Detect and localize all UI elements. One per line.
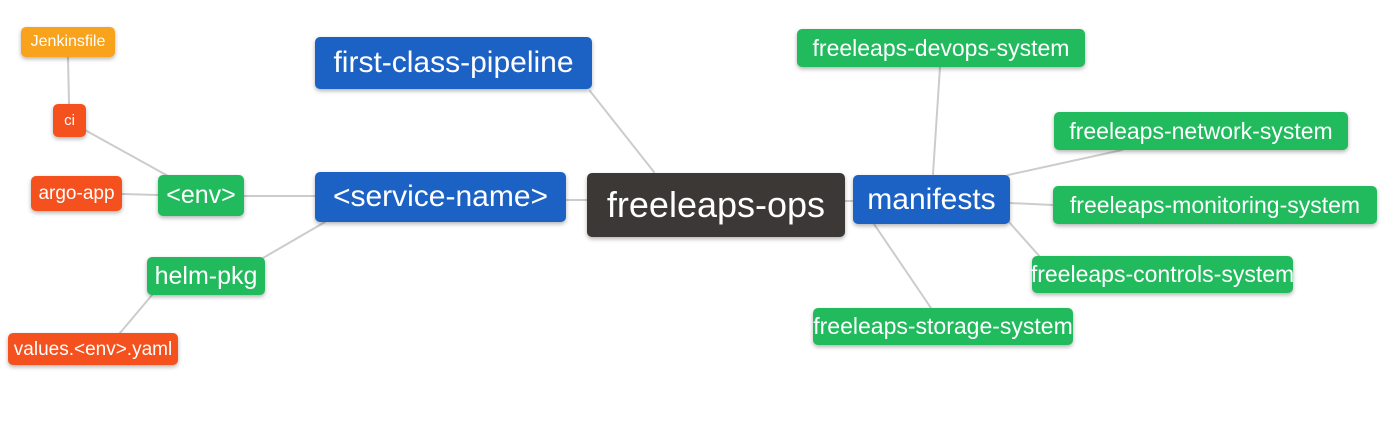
node-freeleaps-monitoring-system[interactable]: freeleaps-monitoring-system bbox=[1053, 186, 1377, 224]
node-label-freeleaps-storage-system: freeleaps-storage-system bbox=[813, 313, 1073, 339]
node-ci[interactable]: ci bbox=[53, 104, 86, 137]
node-label-freeleaps-ops: freeleaps-ops bbox=[606, 184, 826, 225]
node-freeleaps-controls-system[interactable]: freeleaps-controls-system bbox=[1030, 256, 1295, 293]
edge-service-name-to-helm-pkg bbox=[262, 221, 326, 259]
node-service-name[interactable]: <service-name> bbox=[315, 172, 566, 222]
node-freeleaps-devops-system[interactable]: freeleaps-devops-system bbox=[797, 29, 1085, 67]
node-label-freeleaps-monitoring-system: freeleaps-monitoring-system bbox=[1069, 191, 1361, 218]
edge-helm-pkg-to-values-env-yaml bbox=[119, 294, 153, 334]
node-label-values-env-yaml: values.<env>.yaml bbox=[13, 338, 173, 360]
node-label-jenkinsfile: Jenkinsfile bbox=[30, 33, 106, 50]
node-label-argo-app: argo-app bbox=[38, 183, 115, 204]
edge-first-class-pipeline-to-freeleaps-ops bbox=[589, 90, 655, 173]
node-env[interactable]: <env> bbox=[158, 175, 244, 216]
edge-argo-app-to-env bbox=[121, 193, 159, 196]
node-label-service-name: <service-name> bbox=[332, 180, 549, 213]
edge-manifests-to-freeleaps-devops-system bbox=[932, 66, 941, 175]
node-argo-app[interactable]: argo-app bbox=[31, 176, 122, 211]
node-helm-pkg[interactable]: helm-pkg bbox=[147, 257, 265, 295]
edge-manifests-to-freeleaps-monitoring-system bbox=[1009, 202, 1054, 206]
edge-jenkinsfile-to-ci bbox=[67, 56, 70, 105]
node-label-ci: ci bbox=[64, 112, 75, 129]
node-label-helm-pkg: helm-pkg bbox=[154, 261, 258, 290]
edge-manifests-to-freeleaps-network-system bbox=[1007, 149, 1123, 176]
node-values-env-yaml[interactable]: values.<env>.yaml bbox=[8, 333, 178, 365]
node-freeleaps-ops[interactable]: freeleaps-ops bbox=[587, 173, 845, 237]
node-label-first-class-pipeline: first-class-pipeline bbox=[333, 46, 574, 79]
node-label-freeleaps-controls-system: freeleaps-controls-system bbox=[1030, 261, 1295, 287]
node-label-env: <env> bbox=[166, 181, 236, 209]
node-label-freeleaps-devops-system: freeleaps-devops-system bbox=[812, 34, 1070, 61]
node-freeleaps-storage-system[interactable]: freeleaps-storage-system bbox=[813, 308, 1073, 345]
node-jenkinsfile[interactable]: Jenkinsfile bbox=[21, 27, 115, 57]
node-label-freeleaps-network-system: freeleaps-network-system bbox=[1069, 117, 1333, 144]
node-freeleaps-network-system[interactable]: freeleaps-network-system bbox=[1054, 112, 1348, 150]
node-label-manifests: manifests bbox=[867, 182, 996, 216]
node-first-class-pipeline[interactable]: first-class-pipeline bbox=[315, 37, 592, 89]
edge-manifests-to-freeleaps-storage-system bbox=[873, 223, 932, 309]
node-manifests[interactable]: manifests bbox=[853, 175, 1010, 224]
edge-manifests-to-freeleaps-controls-system bbox=[1008, 221, 1042, 259]
edge-ci-to-env bbox=[84, 129, 169, 177]
